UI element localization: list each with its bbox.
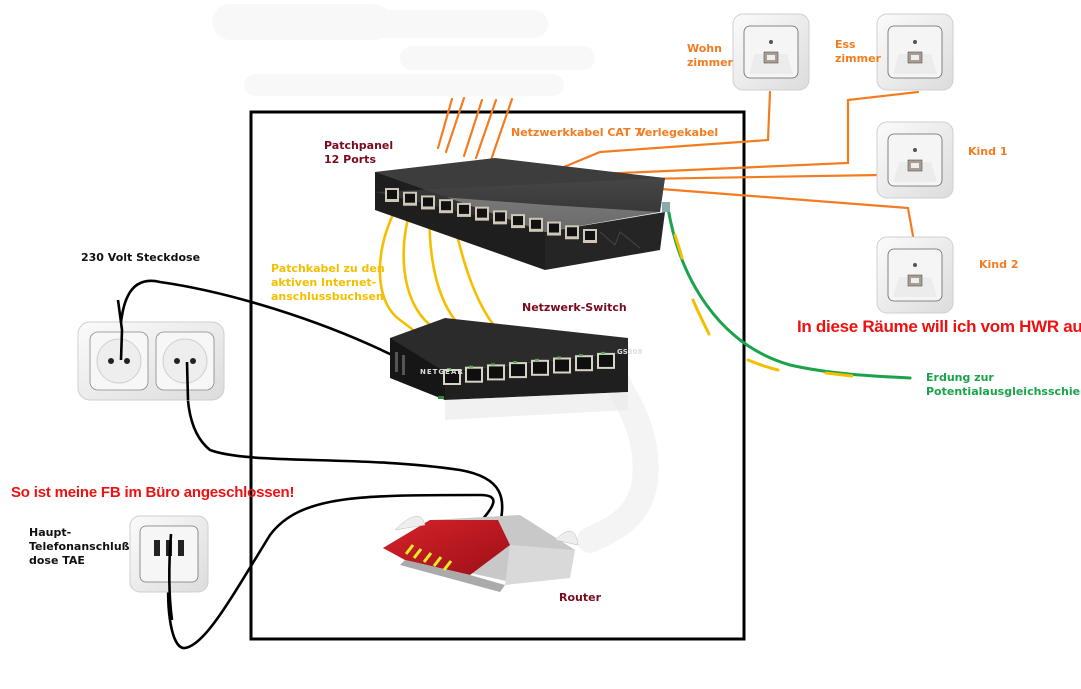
- network-socket-icon: [876, 121, 954, 199]
- switch-model-label: GS308: [617, 348, 643, 356]
- switch-port: [597, 351, 615, 369]
- patchpanel-port: [439, 199, 453, 214]
- verlegekabel-label: Verlegekabel: [637, 126, 719, 139]
- patchpanel-port: [547, 221, 561, 236]
- outlet-right-plug-cable: [185, 361, 190, 401]
- room-label-kind1: Kind 1: [968, 145, 1008, 158]
- network-socket-icon: [876, 236, 954, 314]
- switch-port: [487, 363, 505, 381]
- patchpanel-port: [421, 195, 435, 210]
- room-label-kind2: Kind 2: [979, 258, 1019, 271]
- switch-port: [443, 368, 461, 385]
- patch-cable-label: Patchkabel zu den aktiven Internet- ansc…: [271, 262, 385, 303]
- network-switch: [390, 318, 628, 420]
- ground-cable-label: Erdung zur Potentialausgleichsschiene: [926, 371, 1081, 398]
- patchpanel-port: [529, 217, 543, 232]
- patchpanel-port: [565, 225, 579, 240]
- patchpanel-port: [403, 191, 417, 206]
- outlet-left-plug-cable: [116, 299, 124, 361]
- rooms-annotation: In diese Räume will ich vom HWR aus!: [797, 317, 1081, 336]
- switch-port: [531, 358, 549, 376]
- tae-cable: [167, 533, 174, 621]
- power-outlet-label: 230 Volt Steckdose: [81, 251, 201, 264]
- office-annotation: So ist meine FB im Büro angeschlossen!: [11, 484, 295, 501]
- patch-panel: [375, 158, 670, 270]
- router-label: Router: [559, 591, 602, 604]
- switch-port: [509, 361, 527, 379]
- switch-port: [553, 356, 571, 374]
- power-outlet-icon: [77, 321, 225, 401]
- room-label-wohnzimmer: Wohn zimmer: [687, 42, 733, 69]
- power-cables: [118, 279, 504, 650]
- router: [383, 515, 579, 592]
- patchpanel-port: [457, 202, 471, 217]
- hwr-room-frame: [249, 110, 746, 641]
- patchpanel-label: Patchpanel 12 Ports: [324, 139, 394, 166]
- switch-brand-label: NETGEAR: [420, 368, 464, 376]
- patchpanel-port: [385, 188, 399, 202]
- patchpanel-port: [475, 206, 489, 221]
- patchpanel-port: [493, 210, 507, 225]
- switch-port: [575, 354, 593, 372]
- tae-label: Haupt- Telefonanschluß dose TAE: [29, 526, 130, 567]
- ground-cable: [666, 206, 912, 380]
- switch-label: Netzwerk-Switch: [522, 301, 627, 314]
- room-label-esszimmer: Ess zimmer: [835, 38, 881, 65]
- eraser-smudge: [212, 4, 595, 96]
- cat7-cable-label: Netzwerkkabel CAT 7: [511, 126, 643, 139]
- network-socket-icon: [732, 13, 810, 91]
- patchpanel-port: [583, 229, 597, 243]
- network-socket-icon: [876, 13, 954, 91]
- switch-port: [465, 365, 483, 383]
- patchpanel-port: [511, 214, 525, 229]
